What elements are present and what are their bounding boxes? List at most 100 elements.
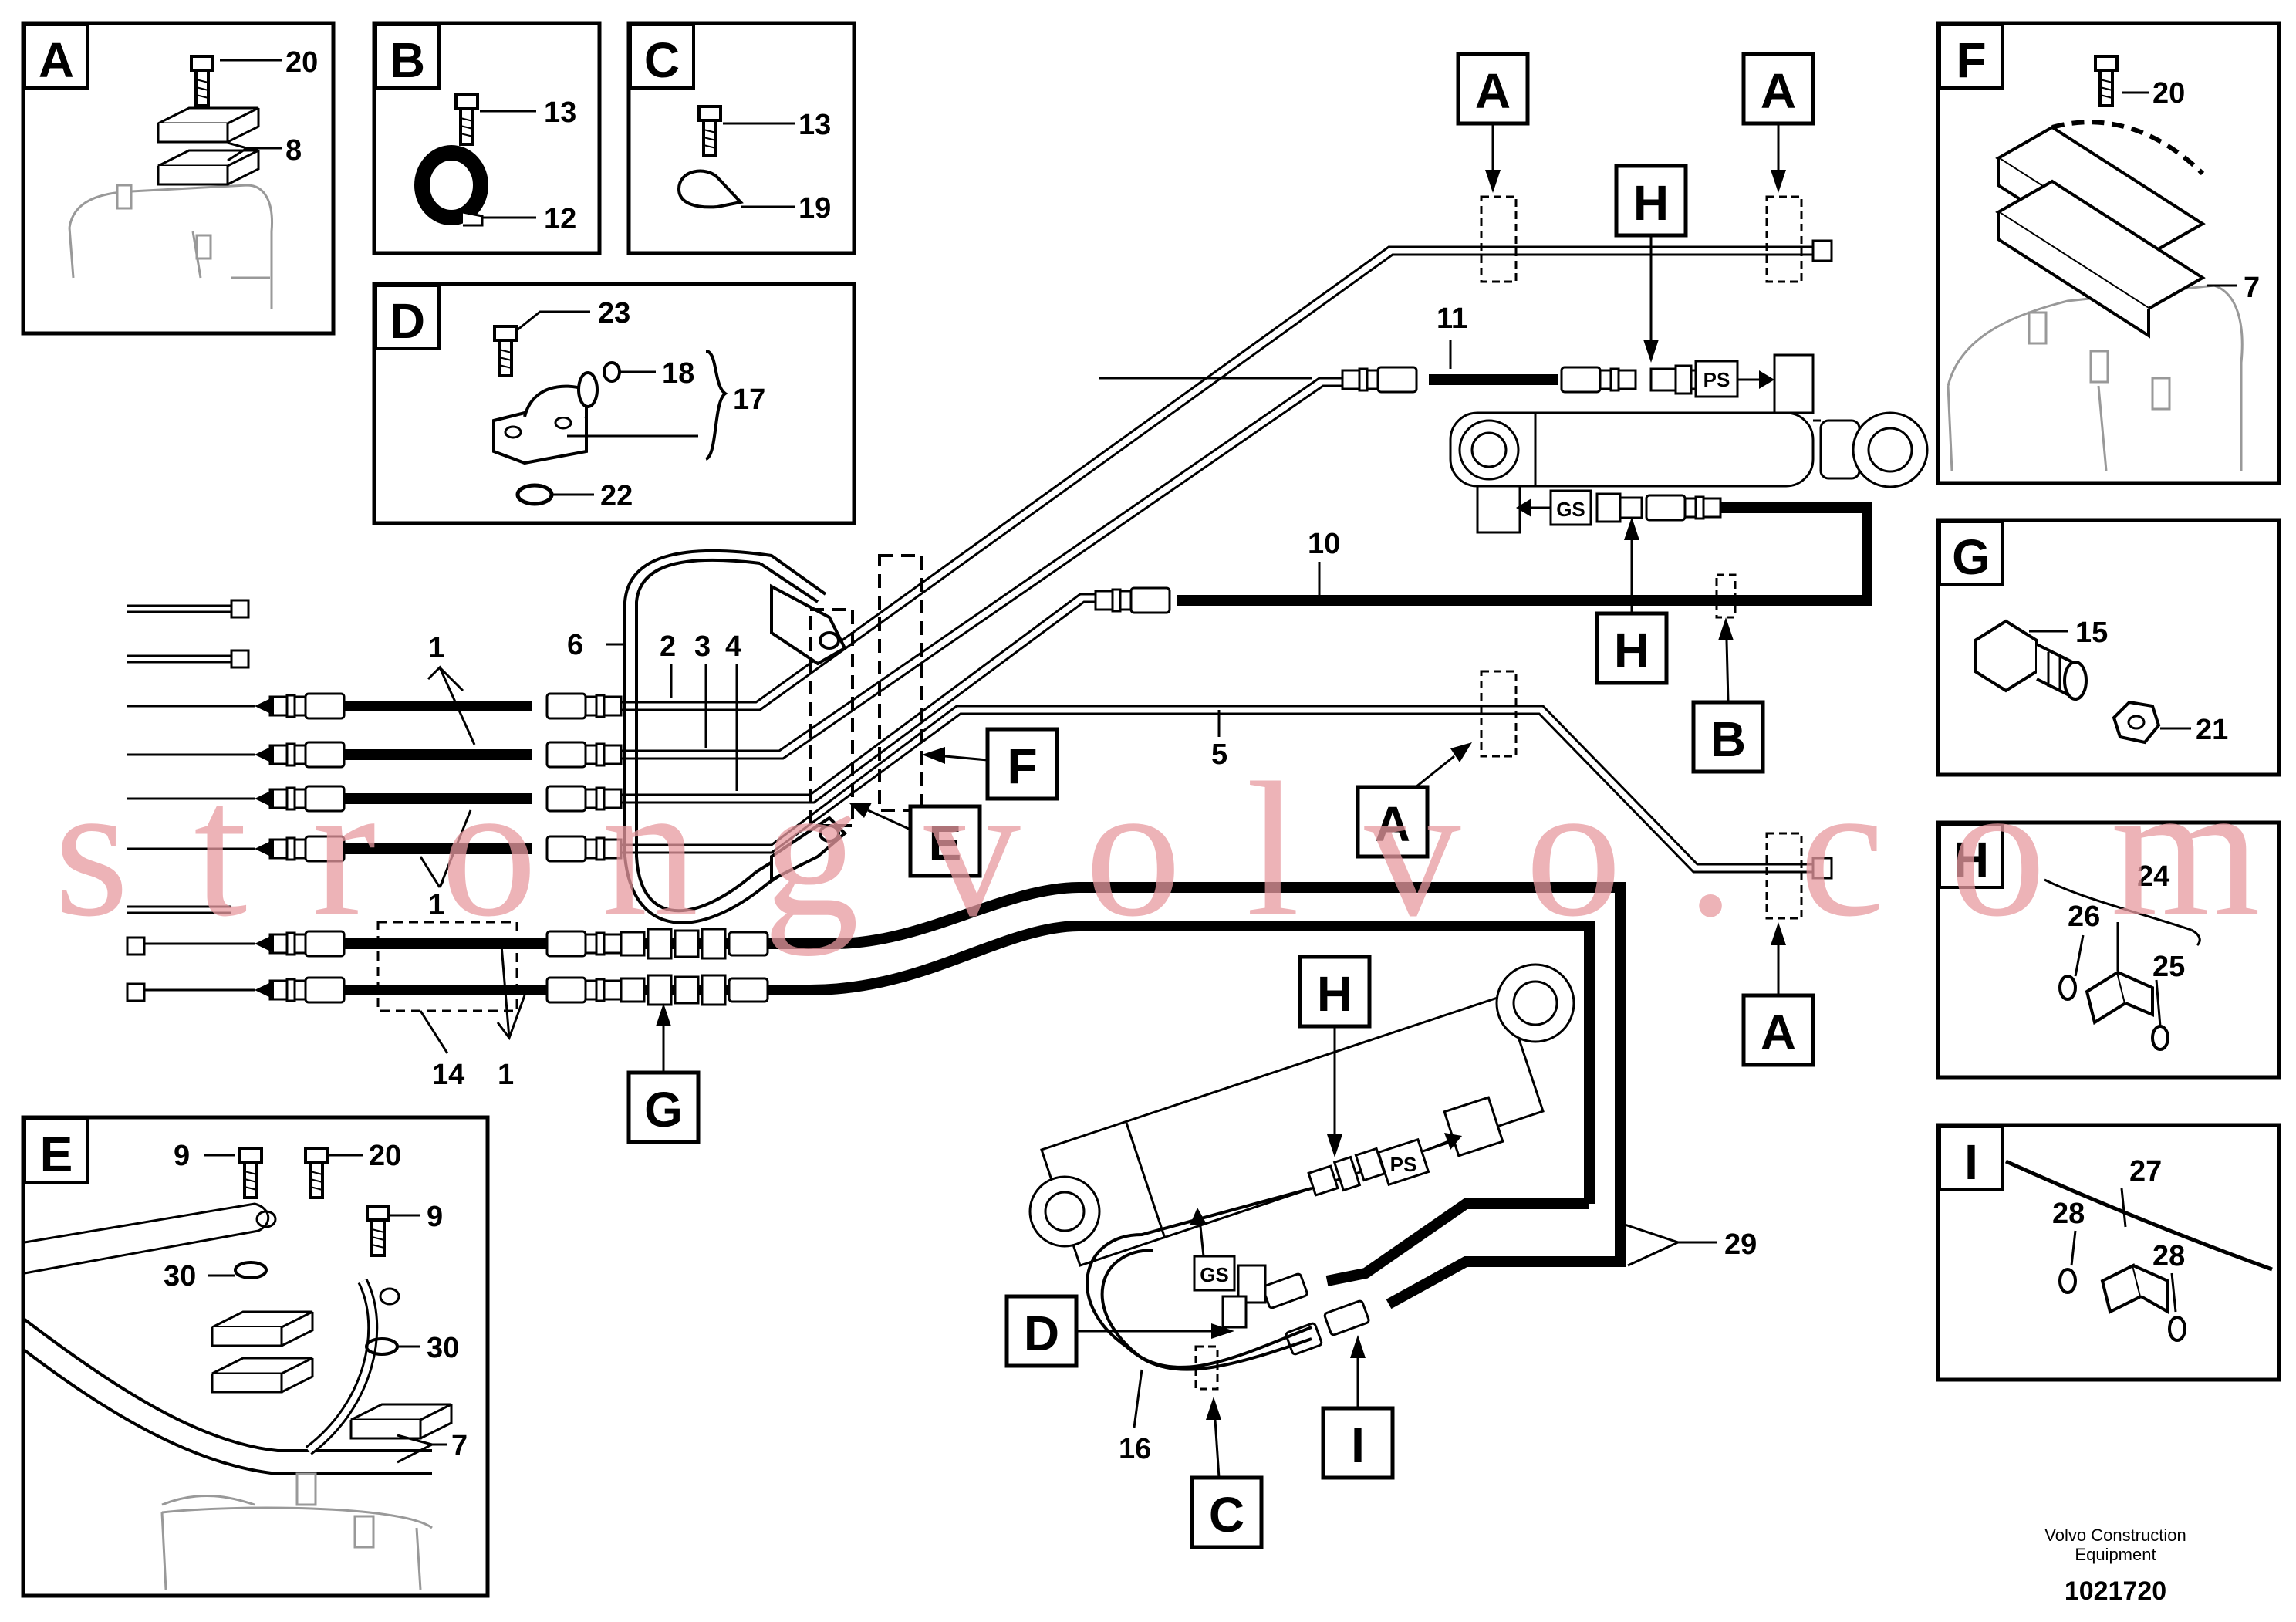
- panel-f-callout-20: 20: [2152, 77, 2185, 110]
- panel-b-callout-12: 12: [544, 203, 576, 235]
- panel-a-callout-8: 8: [285, 134, 302, 167]
- panel-d-callout-17: 17: [733, 384, 765, 416]
- cylinder-top: [1449, 353, 1929, 534]
- lower-hoses: [126, 882, 1626, 1223]
- hose-11: PS 11: [1099, 302, 1774, 398]
- svg-text:A: A: [1761, 1005, 1796, 1060]
- svg-text:A: A: [1375, 796, 1410, 852]
- panel-e-callout-9: 9: [174, 1140, 190, 1172]
- panel-i-callout-28b: 28: [2152, 1240, 2185, 1272]
- panel-e-callout-20: 20: [369, 1140, 401, 1172]
- panel-e-callout-30: 30: [164, 1260, 196, 1293]
- detail-panel-f: F 20 7: [1936, 21, 2281, 485]
- bracket-e: [770, 554, 923, 883]
- panel-d-letter: D: [390, 293, 425, 349]
- svg-text:G: G: [644, 1082, 683, 1137]
- panel-d-callout-23: 23: [598, 297, 630, 329]
- cylinder-bottom: [1028, 963, 1575, 1267]
- ref-h-mid: H: [1595, 517, 1669, 685]
- panel-i-letter: I: [1964, 1134, 1978, 1190]
- callout-1-mid: 1: [428, 889, 444, 921]
- svg-text:I: I: [1351, 1418, 1365, 1473]
- panel-c-letter: C: [644, 32, 680, 88]
- panel-c-callout-13: 13: [799, 109, 831, 141]
- panel-h-letter: H: [1953, 832, 1989, 887]
- callout-16: 16: [1119, 1433, 1151, 1465]
- panel-i-callout-28: 28: [2052, 1198, 2085, 1230]
- ref-a-bottom: A: [1741, 922, 1815, 1067]
- panel-a-callout-20: 20: [285, 46, 318, 79]
- panel-g-letter: G: [1952, 529, 1990, 585]
- callout-11: 11: [1437, 302, 1467, 335]
- panel-d-callout-18: 18: [662, 357, 694, 390]
- svg-text:H: H: [1317, 966, 1352, 1022]
- detail-panel-g: G 15 21: [1936, 518, 2281, 777]
- ref-a-top-right: A: [1741, 52, 1815, 193]
- callout-5: 5: [1211, 738, 1227, 771]
- callout-10: 10: [1308, 528, 1340, 560]
- panel-e-callout-7: 7: [451, 1430, 468, 1462]
- ref-a-top-left: A: [1456, 52, 1530, 193]
- panel-h-callout-26: 26: [2068, 901, 2100, 933]
- pipe-bundle: [621, 239, 1833, 880]
- hose-10: GS 10: [1094, 489, 1872, 619]
- callout-6: 6: [567, 629, 583, 661]
- ref-c: C: [1190, 1397, 1264, 1549]
- svg-text:H: H: [1633, 175, 1669, 231]
- gs-tag-top: GS: [1556, 498, 1585, 521]
- ref-h-bottom: H: [1298, 955, 1372, 1157]
- left-hose-rows: [127, 599, 250, 914]
- svg-text:D: D: [1024, 1306, 1059, 1361]
- drawing-number: 1021720: [2065, 1576, 2166, 1606]
- ref-d: D: [1004, 1294, 1234, 1368]
- svg-text:E: E: [929, 816, 962, 871]
- panel-h-callout-25: 25: [2152, 951, 2185, 983]
- detail-panel-h: H 24 26 25: [1936, 820, 2281, 1080]
- ref-e: E: [849, 803, 982, 878]
- panel-f-letter: F: [1956, 32, 1986, 88]
- svg-text:H: H: [1614, 623, 1649, 678]
- callout-2: 2: [660, 630, 676, 663]
- panel-f-callout-7: 7: [2244, 272, 2260, 304]
- panel-g-callout-15: 15: [2075, 617, 2108, 649]
- detail-panel-i: I 27 28 28: [1936, 1123, 2281, 1382]
- ref-a-mid: A: [1356, 742, 1472, 859]
- callout-4: 4: [725, 630, 741, 663]
- svg-text:C: C: [1209, 1487, 1244, 1543]
- panel-e-callout-30b: 30: [427, 1332, 459, 1364]
- detail-panel-c: C 13 19: [626, 21, 856, 255]
- svg-text:B: B: [1710, 711, 1746, 767]
- main-callouts: 1 1 1 14 2 3 4 5 6 16 29: [419, 629, 1757, 1465]
- callout-1-bottom: 1: [498, 1059, 514, 1091]
- main-assembly: PS 11 GS 10: [126, 52, 1929, 1549]
- callout-3: 3: [694, 630, 711, 663]
- callout-1-top: 1: [428, 632, 444, 664]
- detail-panel-d: D 23 18 17 22: [372, 282, 856, 525]
- svg-text:F: F: [1007, 738, 1037, 794]
- gs-tag-bottom: GS: [1200, 1263, 1229, 1286]
- company-line1: Volvo Construction: [2044, 1526, 2186, 1545]
- panel-a-letter: A: [39, 32, 74, 88]
- bottom-cylinder-hoses: GS PS: [1086, 1133, 1626, 1391]
- ps-tag-bottom: PS: [1390, 1153, 1417, 1176]
- ref-i: I: [1321, 1335, 1395, 1480]
- ref-b: B: [1691, 617, 1765, 774]
- panel-c-callout-19: 19: [799, 192, 831, 225]
- svg-text:A: A: [1475, 63, 1511, 119]
- ps-tag-top: PS: [1703, 368, 1730, 391]
- footer: Volvo Construction Equipment 1021720: [2044, 1526, 2186, 1606]
- svg-text:A: A: [1761, 63, 1796, 119]
- callout-29: 29: [1724, 1228, 1757, 1261]
- company-line2: Equipment: [2075, 1545, 2156, 1564]
- pipe-clamps-a: [1480, 195, 1803, 920]
- panel-e-callout-9b: 9: [427, 1201, 443, 1233]
- ref-g: G: [626, 1003, 701, 1144]
- panel-g-callout-21: 21: [2196, 714, 2228, 746]
- panel-b-callout-13: 13: [544, 96, 576, 129]
- panel-b-letter: B: [390, 32, 425, 88]
- panel-h-callout-24: 24: [2137, 860, 2169, 893]
- panel-d-callout-22: 22: [600, 480, 633, 512]
- hose-group-1: [127, 692, 623, 863]
- panel-e-letter: E: [40, 1127, 73, 1182]
